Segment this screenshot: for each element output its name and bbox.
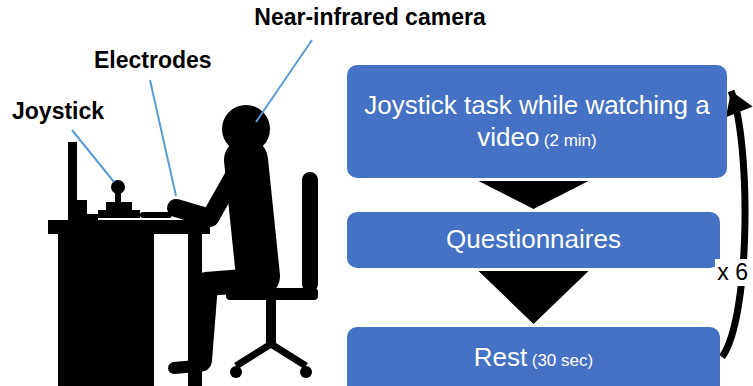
mouse xyxy=(140,212,172,218)
person-arm xyxy=(176,172,236,218)
process-box: Questionnaires xyxy=(347,212,720,268)
step-text: Questionnaires xyxy=(446,224,621,254)
chair-back xyxy=(302,172,318,292)
person-torso xyxy=(246,160,258,276)
chair-base xyxy=(236,344,306,366)
flow-arrow xyxy=(479,181,589,209)
chair-wheel xyxy=(230,366,242,378)
leader-line xyxy=(256,40,312,122)
repeat-label: x 6 xyxy=(715,259,750,286)
monitor xyxy=(68,142,77,220)
leader-line xyxy=(150,80,176,196)
flow-arrow xyxy=(479,271,589,324)
monitor-base xyxy=(70,214,98,220)
joystick-base xyxy=(98,210,140,218)
part-label: Electrodes xyxy=(94,47,212,74)
process-box: Joystick task while watching a video (2 … xyxy=(347,65,727,178)
monitor-stand xyxy=(77,200,87,216)
chair-wheel xyxy=(300,366,312,378)
person-leg xyxy=(200,280,258,360)
part-label: Near-infrared camera xyxy=(254,4,485,31)
person-foot xyxy=(174,366,196,368)
part-label: Joystick xyxy=(12,98,104,125)
step-text: Rest xyxy=(474,342,527,372)
desk-drawer xyxy=(58,234,154,386)
desk-top xyxy=(48,220,210,234)
step-text: Joystick task while watching a video xyxy=(364,90,709,151)
process-box: Rest (30 sec) xyxy=(347,327,720,386)
leader-line xyxy=(72,130,114,182)
duration-text: (30 sec) xyxy=(532,351,593,370)
duration-text: (2 min) xyxy=(544,131,597,150)
